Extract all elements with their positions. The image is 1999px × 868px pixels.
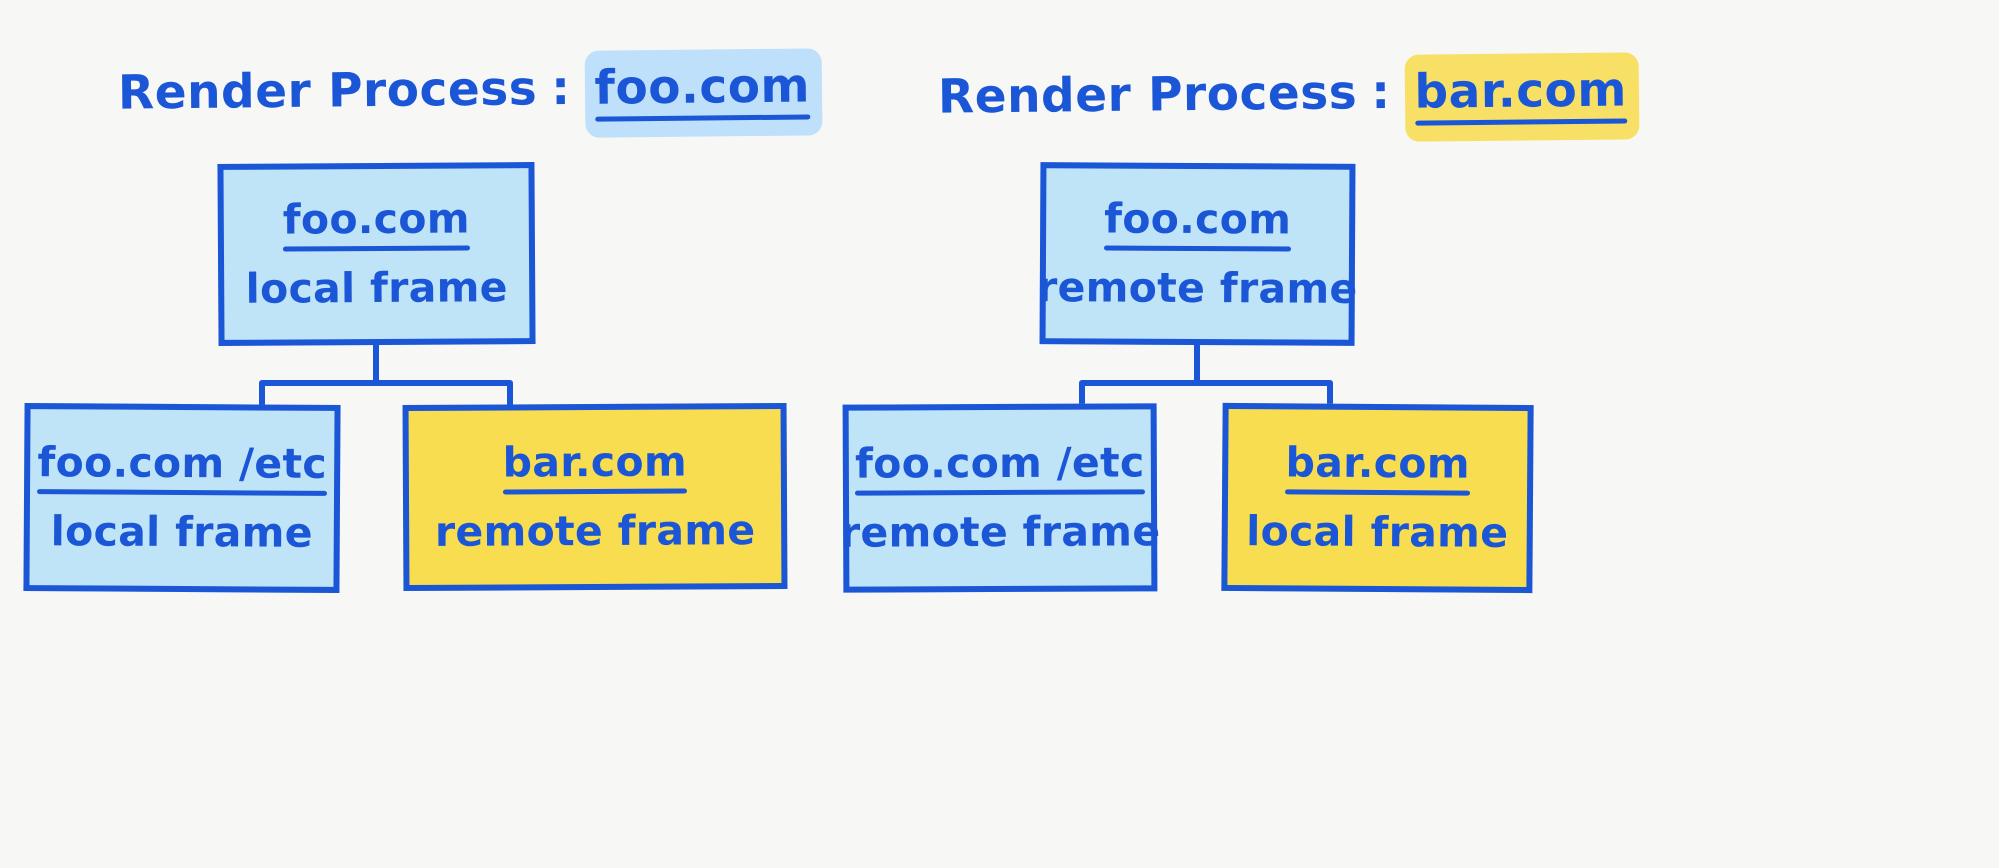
frame-origin: bar.com (1285, 438, 1471, 496)
render-process-title-bar: Render Process : bar.com (938, 58, 1639, 132)
frame-kind: remote frame (1036, 262, 1358, 313)
render-process-label: Render Process (937, 65, 1358, 125)
underline-stroke (502, 488, 688, 494)
connector-left-tree (259, 342, 513, 407)
frame-node-child-foo-etc-remote[interactable]: foo.com /etc remote frame (839, 403, 1161, 593)
underline-stroke (1103, 245, 1292, 251)
render-process-label: Render Process (117, 61, 538, 121)
frame-origin-text: foo.com (282, 194, 470, 245)
frame-kind: local frame (1246, 506, 1509, 557)
connector-right-tree (1079, 342, 1333, 407)
frame-kind: remote frame (434, 505, 756, 556)
render-process-title-foo: Render Process : foo.com (118, 54, 823, 128)
frame-origin: foo.com (1103, 194, 1292, 251)
frame-node-child-bar-local[interactable]: bar.com local frame (1221, 402, 1534, 594)
underline-stroke (1414, 118, 1628, 126)
frame-node-child-foo-etc-local[interactable]: foo.com /etc local frame (23, 403, 341, 593)
frame-origin-text: bar.com (1285, 438, 1471, 489)
underline-stroke (282, 244, 470, 252)
underline-stroke (1285, 488, 1470, 496)
frame-kind: remote frame (839, 506, 1161, 557)
frame-node-root-foo-remote[interactable]: foo.com remote frame (1036, 162, 1358, 346)
frame-origin: bar.com (502, 437, 688, 494)
frame-origin: foo.com /etc (37, 438, 328, 496)
frame-origin: foo.com (282, 194, 470, 252)
render-process-origin-foo: foo.com (584, 54, 822, 123)
frame-node-root-foo-local[interactable]: foo.com local frame (217, 162, 536, 346)
frame-kind: local frame (245, 262, 508, 313)
frame-origin-text: foo.com (1104, 194, 1292, 244)
frame-origin-text: foo.com /etc (854, 438, 1145, 489)
origin-text: foo.com (594, 58, 811, 116)
render-process-origin-bar: bar.com (1404, 58, 1639, 127)
frame-kind: local frame (50, 506, 313, 557)
frame-node-child-bar-remote[interactable]: bar.com remote frame (402, 402, 788, 592)
frame-origin-text: foo.com /etc (37, 438, 328, 489)
underline-stroke (855, 488, 1145, 496)
title-separator: : (550, 60, 571, 117)
frame-origin-text: bar.com (502, 437, 688, 487)
origin-text: bar.com (1414, 62, 1628, 120)
frame-origin: foo.com /etc (854, 438, 1145, 496)
title-separator: : (1370, 64, 1391, 121)
underline-stroke (37, 488, 327, 496)
underline-stroke (594, 114, 811, 122)
